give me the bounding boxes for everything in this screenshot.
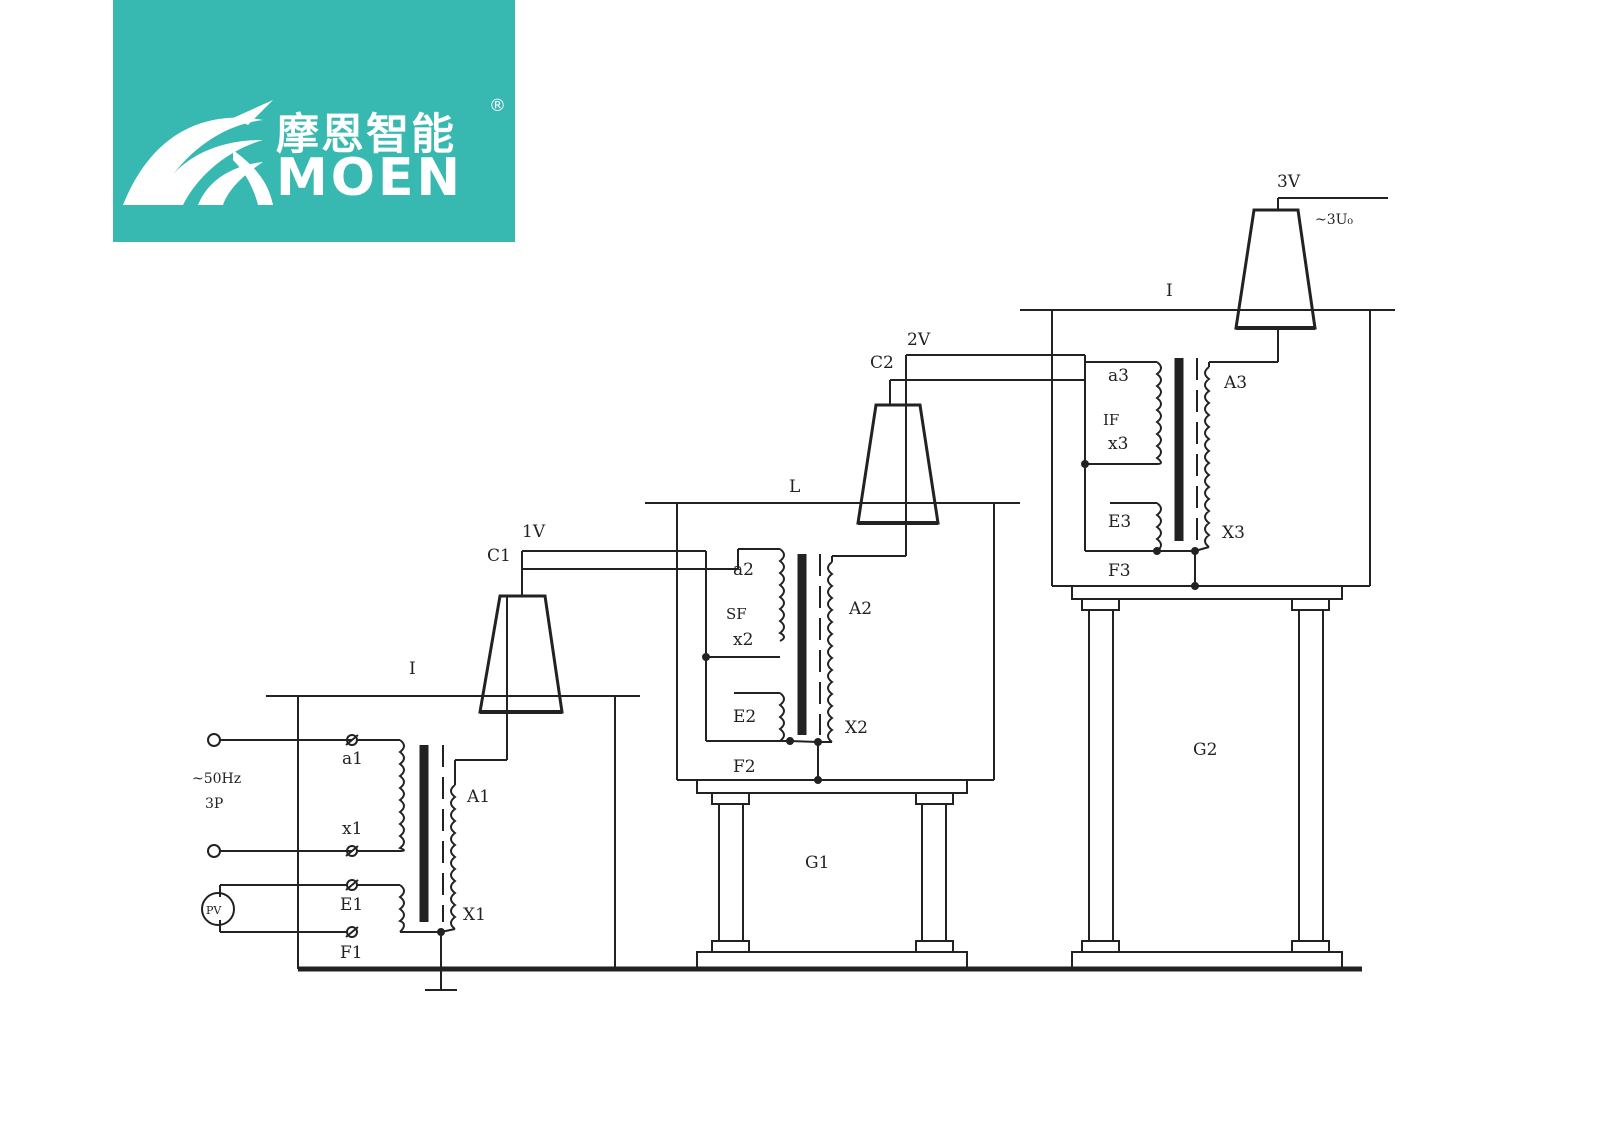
stage-2-labels: L C2 2V a2 SF x2 A2 X2 E2 F2 G1 — [726, 330, 931, 873]
primary-winding-3 — [1155, 361, 1162, 465]
exciter-winding-2 — [778, 692, 785, 742]
stage-3-labels: I 3V ~3U₀ a3 IF x3 A3 X3 E3 F3 G2 — [1103, 172, 1353, 760]
primary-winding-2 — [778, 548, 785, 642]
terminal-E3-label: E3 — [1108, 512, 1131, 532]
stage-3-mid-label: IF — [1103, 411, 1119, 429]
brand-name-chinese: 摩恩智能 — [276, 110, 456, 160]
terminal-A1-label: A1 — [466, 787, 490, 807]
terminal-E1-label: E1 — [340, 895, 363, 915]
stage-1-v-label: 1V — [522, 522, 546, 542]
stage-3-v-label: 3V — [1277, 172, 1301, 192]
exciter-winding-1 — [397, 884, 405, 933]
bushing-1 — [478, 594, 564, 714]
brand-logo: 摩恩智能 ® MOEN — [113, 0, 515, 242]
stage-2-c-label: C2 — [870, 353, 894, 373]
support-1-top-plate — [696, 779, 968, 794]
terminal-x2-label: x2 — [733, 630, 753, 650]
terminal-X2-label: X2 — [845, 718, 868, 738]
supply-sub-label: 3P — [205, 796, 223, 812]
stage-2-v-label: 2V — [907, 330, 931, 350]
terminal-a3-label: a3 — [1108, 366, 1129, 386]
terminal-x1-label: x1 — [342, 819, 362, 839]
stage-1-labels: I C1 1V a1 x1 A1 X1 E1 F1 ~50Hz 3P PV — [192, 522, 546, 963]
hv-winding-3 — [1204, 366, 1211, 548]
support-2-right-column — [1298, 609, 1324, 942]
terminal-A3-label: A3 — [1223, 373, 1247, 393]
terminal-A2-label: A2 — [848, 599, 872, 619]
support-1-base — [696, 951, 968, 970]
support-2-left-column — [1088, 609, 1114, 942]
primary-winding-1 — [397, 739, 405, 852]
stage-1 — [201, 549, 739, 969]
hv-winding-1 — [450, 784, 457, 930]
voltmeter-circle — [201, 892, 235, 926]
supply-terminal-bottom — [207, 844, 221, 858]
exciter-winding-3 — [1155, 502, 1162, 552]
supply-terminal-top — [207, 733, 221, 747]
registered-mark: ® — [489, 96, 506, 116]
terminal-a1-label: a1 — [342, 749, 363, 769]
support-2-label: G2 — [1193, 740, 1217, 760]
terminal-X1-label: X1 — [463, 905, 486, 925]
support-2-top-plate — [1071, 585, 1343, 600]
terminal-F2-label: F2 — [733, 757, 756, 777]
stage-3 — [1020, 197, 1395, 970]
support-2-base — [1071, 951, 1343, 970]
moen-swoosh-icon — [123, 100, 273, 205]
tank-2-mark: L — [789, 477, 800, 497]
terminal-F1-label: F1 — [340, 943, 363, 963]
stage-2-mid-label: SF — [726, 605, 747, 623]
support-1-right-column — [921, 803, 947, 942]
terminal-X3-label: X3 — [1222, 523, 1245, 543]
terminal-F3-label: F3 — [1108, 561, 1131, 581]
terminal-E2-label: E2 — [733, 707, 756, 727]
terminal-x3-label: x3 — [1108, 434, 1128, 454]
stage-2 — [645, 354, 1085, 970]
stage-1-c-label: C1 — [487, 546, 511, 566]
voltmeter-label: PV — [206, 904, 222, 917]
support-1-label: G1 — [805, 853, 829, 873]
tank-1-mark: I — [409, 659, 416, 679]
brand-name-english: MOEN — [276, 148, 463, 208]
bushing-2 — [856, 403, 940, 525]
tank-3-mark: I — [1166, 281, 1173, 301]
supply-label: ~50Hz — [192, 771, 241, 787]
output-label: ~3U₀ — [1315, 212, 1353, 228]
support-1-left-column — [718, 803, 744, 942]
hv-winding-2 — [827, 561, 834, 743]
terminal-a2-label: a2 — [733, 560, 754, 580]
